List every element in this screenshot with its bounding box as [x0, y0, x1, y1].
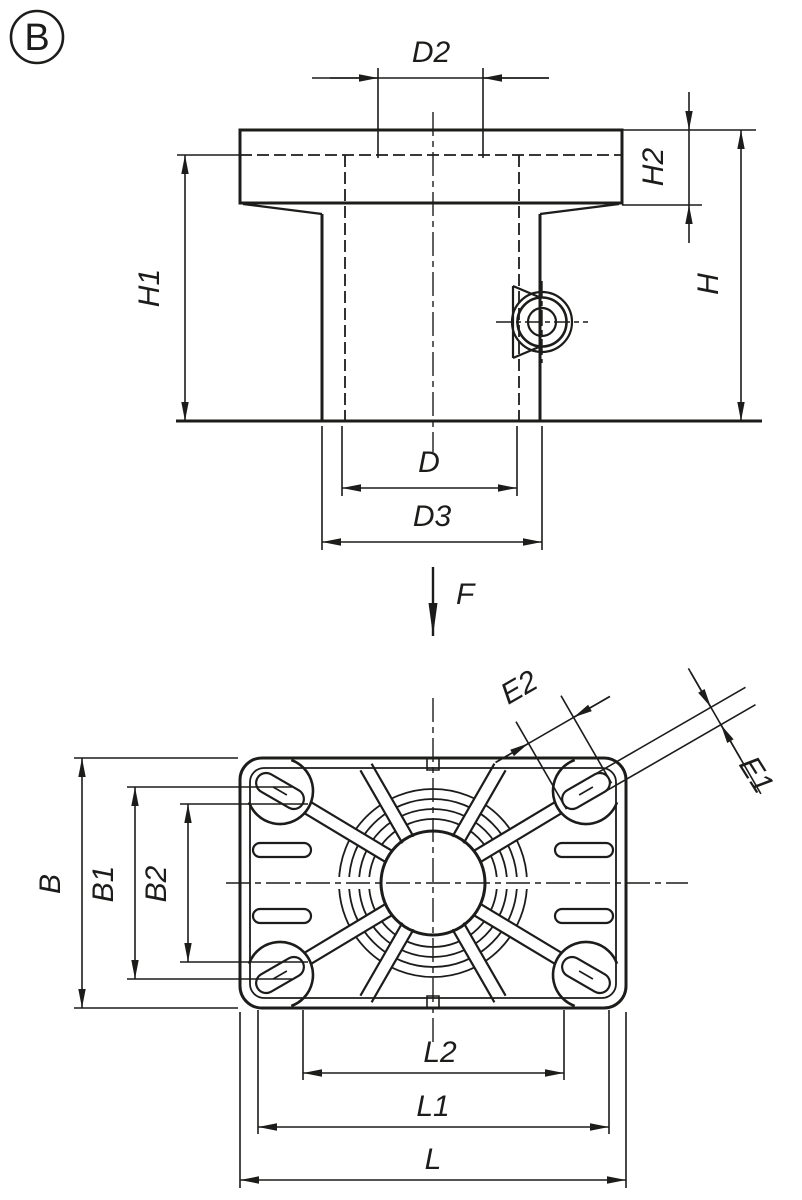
- spoke-corner-tl: [304, 801, 393, 863]
- dim-D2-extensions: [377, 68, 484, 158]
- radial-spokes: [302, 763, 564, 1003]
- view-badge-label: B: [24, 17, 49, 59]
- dim-H2: H2: [622, 92, 702, 243]
- lug-boss-br: [551, 940, 619, 1008]
- spoke-up-left: [359, 763, 415, 844]
- lug-boss-tl: [247, 758, 315, 826]
- lug-boss-tr: [551, 758, 619, 826]
- dim-E2-arrow-right: [573, 695, 611, 719]
- dim-L: L: [239, 1012, 627, 1188]
- dim-B-label: B: [34, 874, 67, 894]
- side-view-outline: [176, 128, 762, 423]
- dim-D3-label: D3: [413, 500, 452, 533]
- dim-L-label: L: [425, 1143, 442, 1176]
- slot-center-ticks: [272, 786, 594, 980]
- dim-B2-extensions: [180, 803, 308, 963]
- vent-right-top: [553, 841, 615, 859]
- dim-B-extensions: [74, 757, 238, 1009]
- flange-outline: [238, 128, 624, 205]
- view-badge-circle: [9, 9, 65, 65]
- dim-D2: D2: [312, 36, 549, 158]
- flange-taper-lines: [242, 202, 620, 216]
- dim-H2-label: H2: [637, 148, 670, 187]
- dim-B2: B2: [140, 803, 308, 963]
- spoke-up-right: [451, 763, 507, 844]
- dim-D3: D3: [321, 426, 543, 550]
- dim-H-label: H: [692, 273, 725, 295]
- dim-E2-arrow-left: [495, 742, 529, 764]
- dim-E2-extensions: [515, 695, 613, 810]
- side-lug: [496, 281, 588, 363]
- dim-L1-extensions: [257, 1010, 610, 1134]
- dim-D2-label: D2: [412, 36, 451, 69]
- dim-B1-label: B1: [87, 866, 120, 903]
- dim-L1-label: L1: [416, 1090, 449, 1123]
- dim-B1-extensions: [127, 786, 292, 980]
- dim-E2-label: E2: [495, 664, 544, 711]
- side-view-hidden-lines: [240, 154, 622, 421]
- dim-H1-label: H1: [133, 269, 166, 307]
- spoke-corner-tr: [473, 801, 562, 863]
- dim-E2: E2: [495, 664, 613, 810]
- spoke-down-left: [359, 922, 415, 1003]
- dim-H: H: [622, 129, 756, 421]
- spoke-down-right: [451, 922, 507, 1003]
- dim-E1-arrow-bottom: [720, 724, 742, 760]
- hidden-bore-lines: [344, 155, 520, 421]
- dim-D: D: [341, 426, 518, 496]
- base-plate-view: B B1 B2 L2 L1 L: [34, 664, 780, 1188]
- lug-bracket: [511, 284, 540, 360]
- slot-br: [561, 955, 611, 995]
- vent-slots: [251, 841, 615, 925]
- dim-L2-extensions: [302, 1010, 565, 1080]
- dim-B1: B1: [87, 786, 292, 980]
- spoke-corner-bl: [304, 903, 393, 965]
- force-arrow: F: [428, 567, 476, 636]
- dim-B2-label: B2: [140, 865, 173, 902]
- vent-left-top: [251, 841, 313, 859]
- spoke-corner-br: [473, 903, 562, 965]
- dim-L2-label: L2: [423, 1036, 457, 1069]
- dim-E1-extensions: [585, 686, 756, 798]
- dim-D-label: D: [418, 446, 440, 479]
- dim-D3-extensions: [321, 426, 543, 550]
- vent-right-bottom: [553, 907, 615, 925]
- vent-left-bottom: [251, 907, 313, 925]
- dim-L1: L1: [257, 1010, 610, 1134]
- lug-boss-bl: [247, 940, 315, 1008]
- dim-B: B: [34, 757, 238, 1009]
- view-badge: B: [9, 9, 65, 65]
- dim-L-extensions: [239, 1012, 627, 1188]
- force-label: F: [456, 578, 476, 611]
- side-view: D2 H1 H2 H D: [133, 36, 762, 636]
- dim-L2: L2: [302, 1010, 565, 1080]
- body-walls: [320, 214, 542, 421]
- dim-E1-arrow-top: [690, 672, 712, 708]
- dim-H1: H1: [133, 154, 240, 421]
